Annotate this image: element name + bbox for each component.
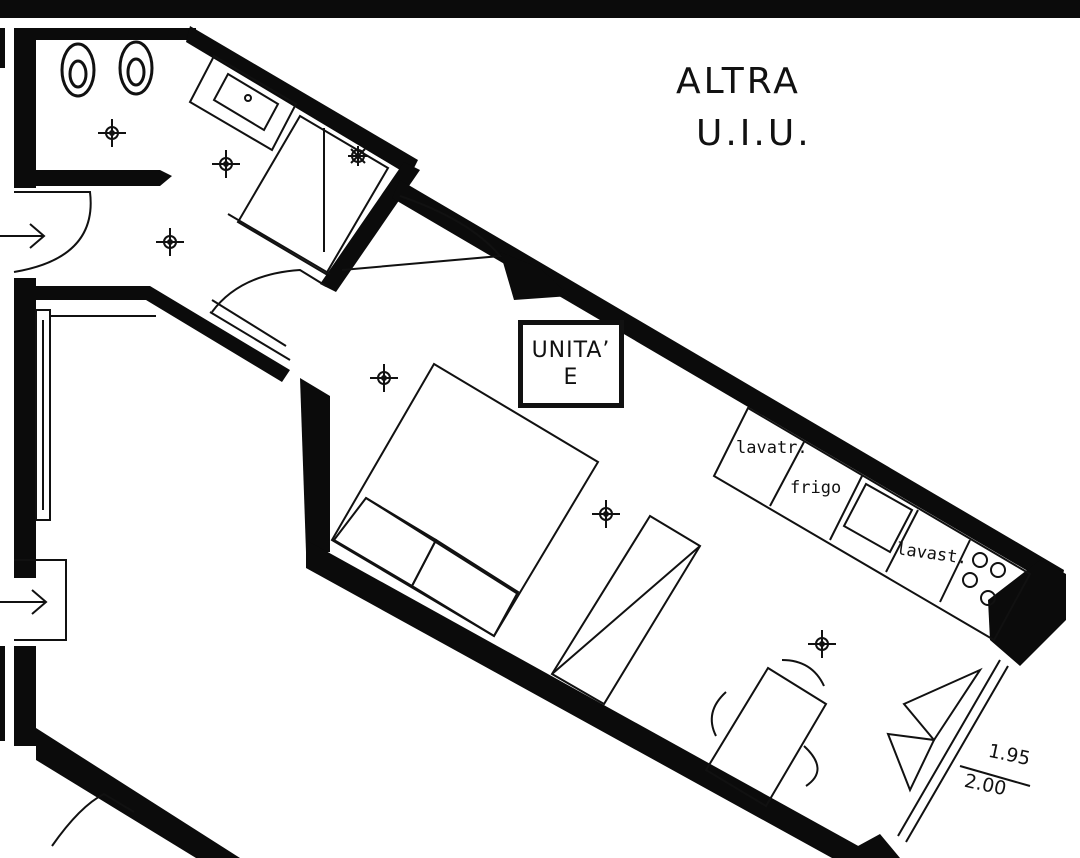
sink-basin: [212, 72, 280, 132]
entrance-door-bottom[interactable]: [14, 559, 67, 641]
light-points: [98, 119, 836, 658]
lower-diagonal-wall: [306, 540, 880, 858]
balcony-door-leaf-2[interactable]: [886, 732, 936, 793]
sink-drain: [244, 94, 252, 102]
wardrobe[interactable]: [550, 514, 702, 706]
counter-div-4: [939, 539, 971, 603]
left-edge-line: [0, 28, 5, 68]
door-arrow-icon: [0, 223, 46, 249]
main-diagonal-wall: [392, 180, 1064, 590]
unit-label-line2: E: [563, 365, 579, 390]
bathroom-top-wall: [14, 28, 196, 40]
left-outer-wall-bottom: [14, 646, 36, 746]
kitchen-counter[interactable]: [712, 406, 1032, 642]
unit-label-box: UNITA’ E: [518, 320, 624, 408]
toilet-icon: [60, 42, 96, 98]
bathroom-right-wall: [320, 162, 420, 292]
room-top-wall: [36, 286, 290, 382]
bidet-icon: [118, 40, 154, 96]
bottom-right-corner: [858, 834, 900, 858]
top-bar: [0, 0, 1080, 18]
bathroom-diagonal-wall: [186, 26, 418, 176]
bathroom-partition: [36, 170, 172, 186]
balcony-door-leaf-1[interactable]: [902, 667, 983, 742]
bathroom-door[interactable]: [211, 268, 327, 313]
heater-icon: [348, 146, 368, 166]
kitchen-sink: [842, 482, 914, 554]
unit-label-line1: UNITA’: [531, 337, 611, 363]
left-outer-wall: [14, 28, 36, 188]
dimension-line: [959, 765, 1031, 787]
left-edge-line-2: [0, 646, 5, 741]
shower-door-line: [227, 213, 331, 275]
room-interior-wall: [300, 378, 330, 552]
light-point-icon: [370, 364, 398, 392]
left-outer-wall-lower: [14, 278, 36, 578]
burner-2: [990, 562, 1006, 578]
left-window-top[interactable]: [35, 309, 51, 521]
lower-door[interactable]: [51, 792, 135, 847]
light-point-icon: [156, 228, 184, 256]
bathroom-door-leaf: [209, 311, 291, 361]
balcony-door-frame-2: [905, 665, 1009, 843]
balcony-door-frame[interactable]: [897, 659, 1001, 837]
dining-table[interactable]: [704, 666, 828, 808]
counter-div-1: [769, 441, 805, 507]
light-point-icon: [212, 150, 240, 178]
bathroom-door-leaf-2: [211, 299, 287, 347]
door-arrow-icon: [0, 589, 48, 615]
light-point-icon: [592, 500, 620, 528]
wall-wedge: [500, 252, 570, 300]
counter-div-3: [885, 509, 919, 573]
bottom-left-wall: [36, 728, 240, 858]
washer-label: lavatr.: [736, 438, 808, 458]
right-corner-block: [988, 560, 1066, 666]
burner-3: [962, 572, 978, 588]
unit-door[interactable]: [341, 195, 502, 271]
chair-2[interactable]: [781, 659, 825, 687]
chair-3[interactable]: [803, 745, 819, 787]
light-point-icon: [98, 119, 126, 147]
bathroom-cabinet[interactable]: [188, 54, 298, 152]
other-unit-label-line2: U.I.U.: [696, 113, 812, 154]
burner-4: [980, 590, 996, 606]
entrance-door-top[interactable]: [13, 191, 92, 273]
burner-1: [972, 552, 988, 568]
light-point-icon: [808, 630, 836, 658]
walls: [0, 26, 1066, 858]
bed-pillow-right: [410, 538, 520, 638]
other-unit-label-line1: ALTRA: [676, 61, 801, 102]
fridge-label: frigo: [790, 478, 842, 498]
counter-div-2: [829, 475, 863, 541]
wardrobe-diagonal: [551, 545, 701, 675]
chair-1[interactable]: [710, 691, 727, 737]
